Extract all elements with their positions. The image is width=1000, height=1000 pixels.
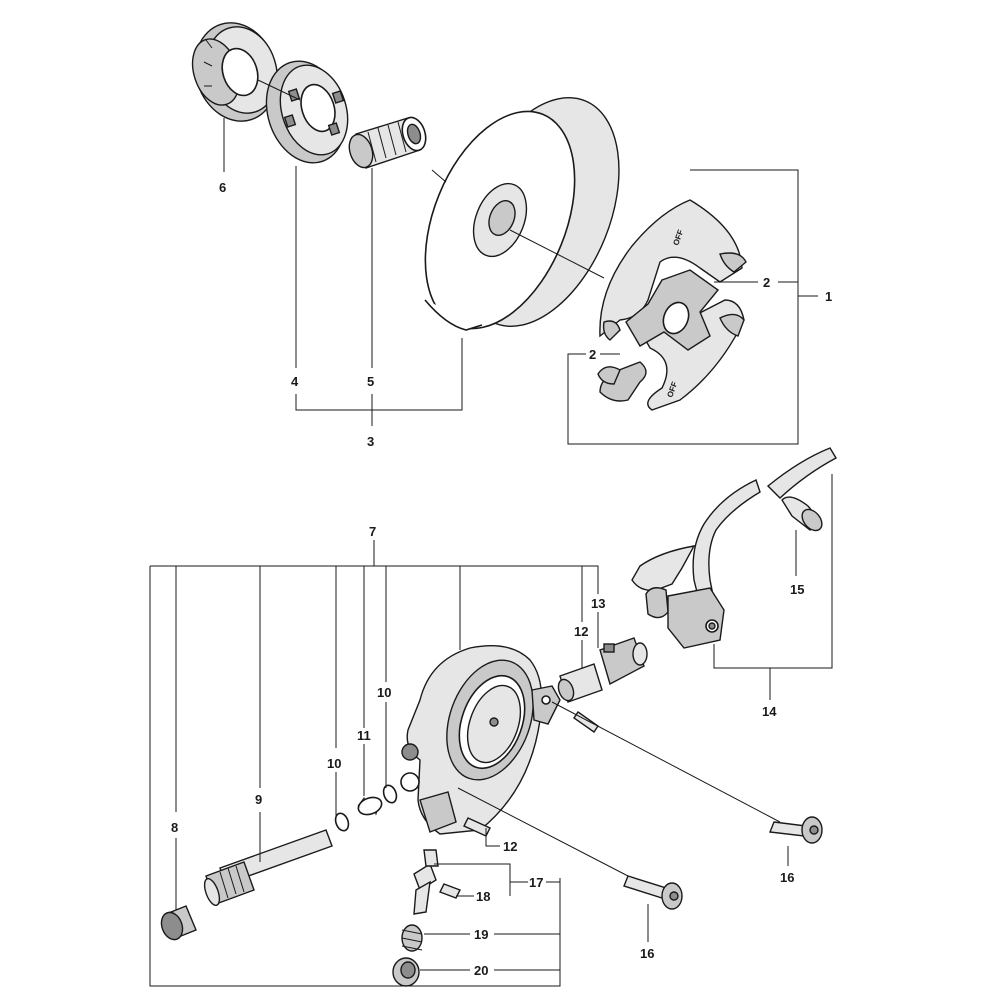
part-18-small-pin — [439, 883, 461, 899]
callout-17: 17 — [529, 875, 543, 890]
part-20-plug — [392, 957, 420, 987]
part-17-valve-pin — [413, 849, 439, 915]
callout-4: 4 — [291, 374, 299, 389]
part-16-screw-right — [769, 816, 823, 844]
leader-lines-top — [223, 118, 818, 445]
part-5-needle-bearing — [348, 116, 427, 169]
callout-10-lower: 10 — [327, 756, 341, 771]
part-6-sprocket-hub — [191, 22, 278, 122]
part-12-seal-upper — [557, 663, 603, 703]
axis-line-top — [257, 79, 605, 279]
callout-6: 6 — [219, 180, 226, 195]
part-13-connector — [599, 637, 648, 686]
callout-14: 14 — [762, 704, 777, 719]
part-16-screw-left — [623, 875, 683, 910]
callout-12-lower: 12 — [503, 839, 517, 854]
callout-19: 19 — [474, 927, 488, 942]
callout-16-left: 16 — [640, 946, 654, 961]
callout-9: 9 — [255, 792, 262, 807]
part-19-spring — [401, 924, 423, 952]
callout-5: 5 — [367, 374, 374, 389]
part-9-pump-shaft — [203, 829, 333, 907]
callout-18: 18 — [476, 889, 490, 904]
axis-line-bottom — [457, 701, 781, 877]
callout-12-upper: 12 — [574, 624, 588, 639]
part-10-o-ring-lower — [334, 812, 350, 832]
callout-16-right: 16 — [780, 870, 794, 885]
callout-13: 13 — [591, 596, 605, 611]
leader-lines-bottom — [149, 474, 833, 987]
callout-2-upper: 2 — [763, 275, 770, 290]
callout-20: 20 — [474, 963, 488, 978]
part-8-cap — [160, 905, 197, 941]
callout-3: 3 — [367, 434, 374, 449]
part-1-clutch: OFF OFF — [597, 199, 747, 411]
oil-pump-body — [400, 645, 561, 835]
callout-11: 11 — [357, 728, 371, 743]
callout-1: 1 — [825, 289, 832, 304]
part-14-oil-pipe — [631, 447, 837, 649]
part-10-o-ring-upper — [382, 784, 398, 804]
callout-15: 15 — [790, 582, 804, 597]
part-3-clutch-drum — [424, 96, 620, 331]
part-11-spring — [357, 796, 383, 816]
callout-2-lower: 2 — [589, 347, 596, 362]
callout-7: 7 — [369, 524, 376, 539]
callout-10-upper: 10 — [377, 685, 391, 700]
part-4-rim-sprocket — [265, 60, 349, 164]
callout-8: 8 — [171, 820, 178, 835]
